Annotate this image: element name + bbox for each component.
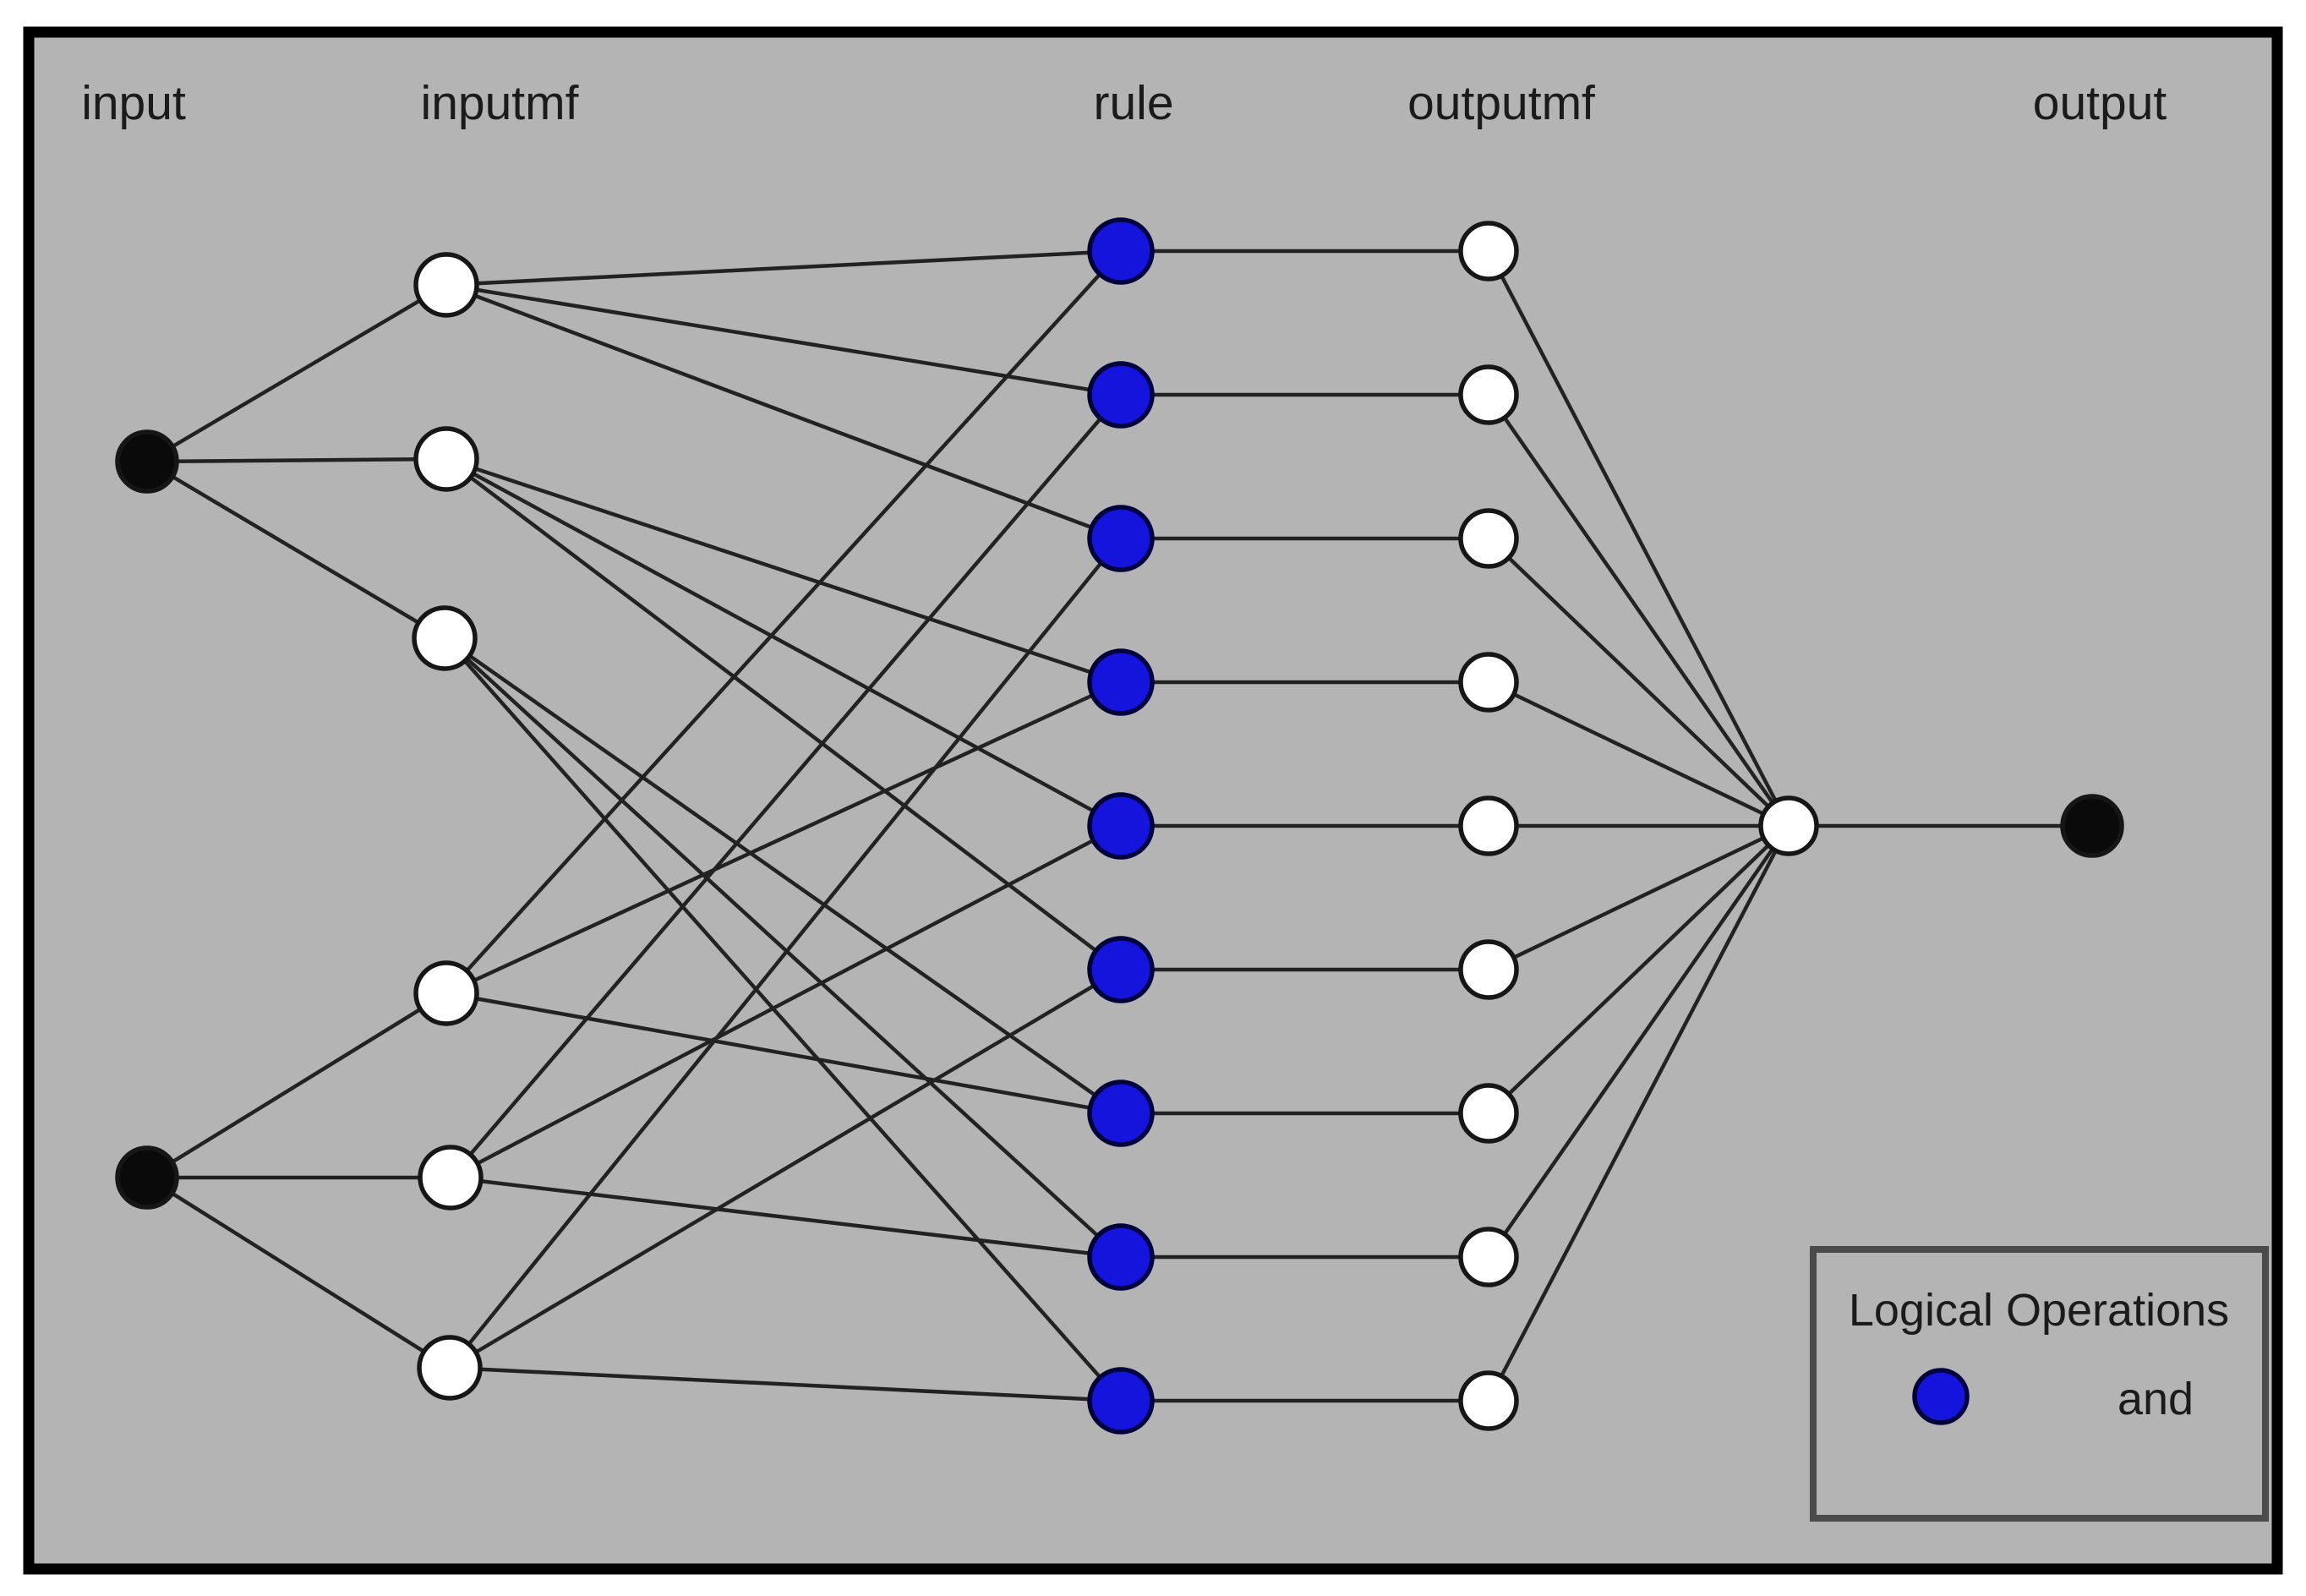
node-rule-7[interactable] <box>1087 1079 1155 1147</box>
node-outputmf-9[interactable] <box>1458 1370 1519 1431</box>
node-inputmf-6[interactable] <box>417 1335 483 1401</box>
edge-outputmf-9-aggregate <box>1487 824 1790 1402</box>
edge-inputmf-2-rule-4 <box>445 456 1122 685</box>
node-rule-6[interactable] <box>1087 936 1155 1003</box>
edge-inputmf-6-rule-3 <box>448 537 1123 1369</box>
edge-inputmf-5-rule-8 <box>450 1175 1122 1260</box>
edge-input-1-inputmf-1 <box>145 283 448 463</box>
edge-inputmf-3-rule-7 <box>443 637 1123 1115</box>
node-output-1[interactable] <box>2060 794 2124 858</box>
edge-outputmf-8-aggregate <box>1487 824 1790 1259</box>
node-inputmf-4[interactable] <box>413 960 479 1026</box>
edge-inputmf-3-rule-9 <box>443 637 1123 1402</box>
node-rule-4[interactable] <box>1087 648 1155 716</box>
edge-outputmf-4-aggregate <box>1488 680 1790 828</box>
node-outputmf-4[interactable] <box>1458 652 1519 713</box>
node-outputmf-7[interactable] <box>1458 1083 1519 1144</box>
node-rule-8[interactable] <box>1087 1223 1155 1291</box>
edge-input-2-inputmf-6 <box>145 1176 451 1369</box>
node-rule-9[interactable] <box>1087 1367 1155 1435</box>
column-label-outputmf: outputmf <box>1407 76 1595 130</box>
node-input-2[interactable] <box>115 1145 179 1210</box>
edge-inputmf-4-rule-4 <box>445 680 1122 996</box>
edge-inputmf-1-rule-1 <box>445 249 1122 287</box>
node-inputmf-1[interactable] <box>413 252 479 318</box>
legend-title: Logical Operations <box>1849 1285 2229 1336</box>
edge-inputmf-5-rule-5 <box>449 824 1123 1179</box>
edge-inputmf-3-rule-8 <box>443 637 1123 1259</box>
node-aggregate[interactable] <box>1758 795 1819 856</box>
node-outputmf-3[interactable] <box>1458 508 1519 569</box>
node-inputmf-5[interactable] <box>418 1145 484 1211</box>
node-inputmf-3[interactable] <box>412 605 478 671</box>
edge-outputmf-7-aggregate <box>1487 824 1790 1115</box>
edge-outputmf-3-aggregate <box>1487 537 1790 828</box>
node-input-1[interactable] <box>115 429 179 494</box>
legend-box <box>1810 1246 2269 1522</box>
column-label-input: input <box>81 76 186 130</box>
node-outputmf-8[interactable] <box>1458 1227 1519 1287</box>
legend-item-label: and <box>2117 1374 2194 1424</box>
edge-outputmf-6-aggregate <box>1488 823 1790 972</box>
edge-input-1-inputmf-2 <box>146 456 447 464</box>
edge-inputmf-1-rule-3 <box>445 282 1122 541</box>
node-rule-2[interactable] <box>1087 361 1155 429</box>
edge-inputmf-4-rule-7 <box>445 991 1122 1116</box>
edge-input-2-inputmf-4 <box>145 992 448 1179</box>
edge-inputmf-4-rule-1 <box>445 249 1123 995</box>
edge-inputmf-5-rule-2 <box>449 393 1123 1179</box>
edge-inputmf-2-rule-5 <box>445 457 1123 828</box>
edge-input-1-inputmf-3 <box>145 460 446 640</box>
node-rule-3[interactable] <box>1087 505 1155 572</box>
edge-outputmf-2-aggregate <box>1487 393 1790 828</box>
legend-and-marker-icon <box>1912 1368 1970 1425</box>
node-outputmf-1[interactable] <box>1458 221 1519 281</box>
column-label-output: output <box>2033 76 2167 130</box>
node-rule-5[interactable] <box>1087 792 1155 860</box>
edge-inputmf-6-rule-6 <box>448 968 1123 1369</box>
edge-inputmf-6-rule-9 <box>449 1365 1122 1403</box>
node-rule-1[interactable] <box>1087 217 1155 285</box>
node-outputmf-2[interactable] <box>1458 364 1519 425</box>
column-label-inputmf: inputmf <box>421 76 579 130</box>
edge-outputmf-1-aggregate <box>1487 249 1790 828</box>
column-label-rule: rule <box>1093 76 1173 130</box>
node-inputmf-2[interactable] <box>413 426 479 492</box>
node-outputmf-6[interactable] <box>1458 939 1519 1000</box>
node-outputmf-5[interactable] <box>1458 795 1519 856</box>
